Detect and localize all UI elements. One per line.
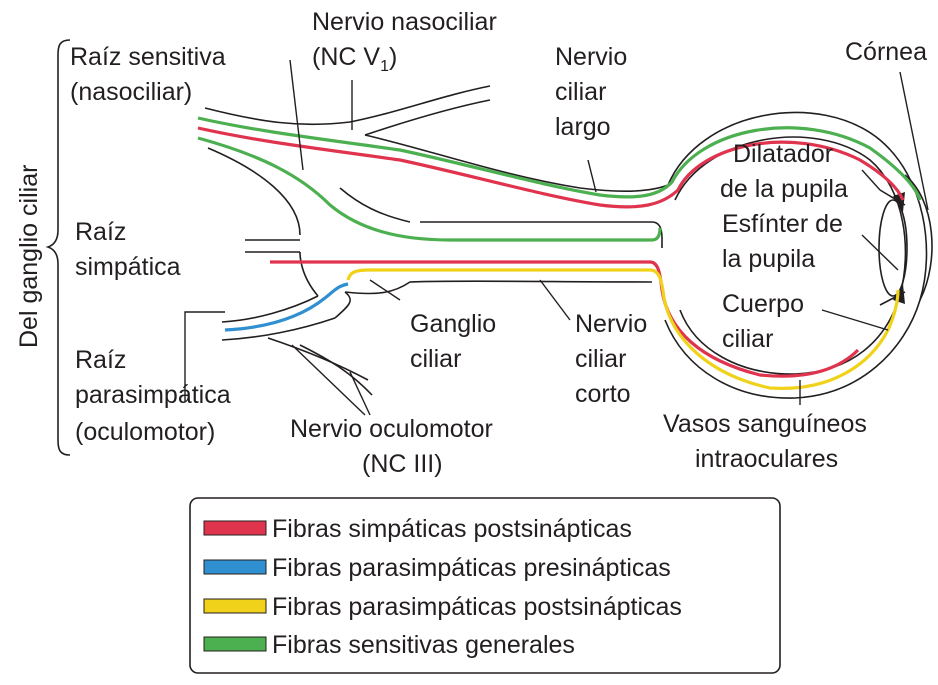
label-sphincter-1: Esfínter de <box>722 210 843 238</box>
label-sympathetic-root-1: Raíz <box>75 218 126 246</box>
legend-label-sympathetic-post: Fibras simpáticas postsinápticas <box>272 515 632 543</box>
label-sensory-root-1: Raíz sensitiva <box>70 43 226 71</box>
label-cornea: Córnea <box>845 38 927 66</box>
legend-box <box>189 497 781 674</box>
label-vessels-2: intraoculares <box>695 445 838 473</box>
nerve-outlines <box>204 85 669 396</box>
label-sympathetic-root-2: simpática <box>75 253 181 281</box>
label-sphincter-2: la pupila <box>722 245 815 273</box>
label-parasympathetic-root-2: parasimpática <box>75 381 231 409</box>
legend-swatch-red <box>203 520 267 536</box>
label-nasociliary-nerve: Nervio nasociliar <box>312 8 497 36</box>
label-parasympathetic-root-3: (oculomotor) <box>75 418 215 446</box>
label-ciliary-body-2: ciliar <box>722 325 773 353</box>
label-ciliary-body-1: Cuerpo <box>722 290 804 318</box>
legend-item-parasympathetic-post: Fibras parasimpáticas postsinápticas <box>203 593 682 621</box>
legend-item-sensory: Fibras sensitivas generales <box>203 631 575 659</box>
label-sensory-root-2: (nasociliar) <box>70 78 192 106</box>
leader-lines <box>184 59 929 416</box>
label-dilator-1: Dilatador <box>733 140 833 168</box>
label-oculomotor-1: Nervio oculomotor <box>290 415 493 443</box>
blue-fiber <box>224 282 349 332</box>
label-parasympathetic-root-1: Raíz <box>75 346 126 374</box>
red-fiber-long <box>197 126 905 209</box>
label-ganglion-side: Del ganglio ciliar <box>15 165 43 348</box>
legend: Fibras simpáticas postsinápticas Fibras … <box>189 497 781 674</box>
green-fiber-root <box>197 136 662 242</box>
label-short-ciliary-2: ciliar <box>575 345 626 373</box>
label-oculomotor-2: (NC III) <box>362 450 443 478</box>
label-long-ciliary-2: ciliar <box>555 78 606 106</box>
label-ciliary-ganglion-2: ciliar <box>410 345 461 373</box>
label-long-ciliary-1: Nervio <box>555 43 627 71</box>
legend-label-parasympathetic-post: Fibras parasimpáticas postsinápticas <box>272 593 682 621</box>
legend-swatch-green <box>203 636 267 652</box>
legend-label-parasympathetic-pre: Fibras parasimpáticas presinápticas <box>272 554 671 582</box>
red-fiber-short <box>270 260 860 378</box>
label-ciliary-ganglion-1: Ganglio <box>410 310 496 338</box>
legend-label-sensory: Fibras sensitivas generales <box>272 631 575 659</box>
label-nasociliary-cn: (NC V1) <box>312 43 397 75</box>
legend-item-sympathetic-post: Fibras simpáticas postsinápticas <box>203 515 632 543</box>
label-short-ciliary-3: corto <box>575 380 631 408</box>
label-short-ciliary-1: Nervio <box>575 310 647 338</box>
legend-swatch-blue <box>203 559 267 575</box>
label-vessels-1: Vasos sanguíneos <box>663 410 867 438</box>
label-dilator-2: de la pupila <box>720 175 848 203</box>
legend-swatch-yellow <box>203 598 267 614</box>
green-fiber-long <box>197 116 922 201</box>
labels: Nervio nasociliar (NC V1) Raíz sensitiva… <box>15 8 927 478</box>
legend-item-parasympathetic-pre: Fibras parasimpáticas presinápticas <box>203 554 671 582</box>
root-bracket <box>45 39 71 456</box>
label-long-ciliary-3: largo <box>555 113 611 141</box>
